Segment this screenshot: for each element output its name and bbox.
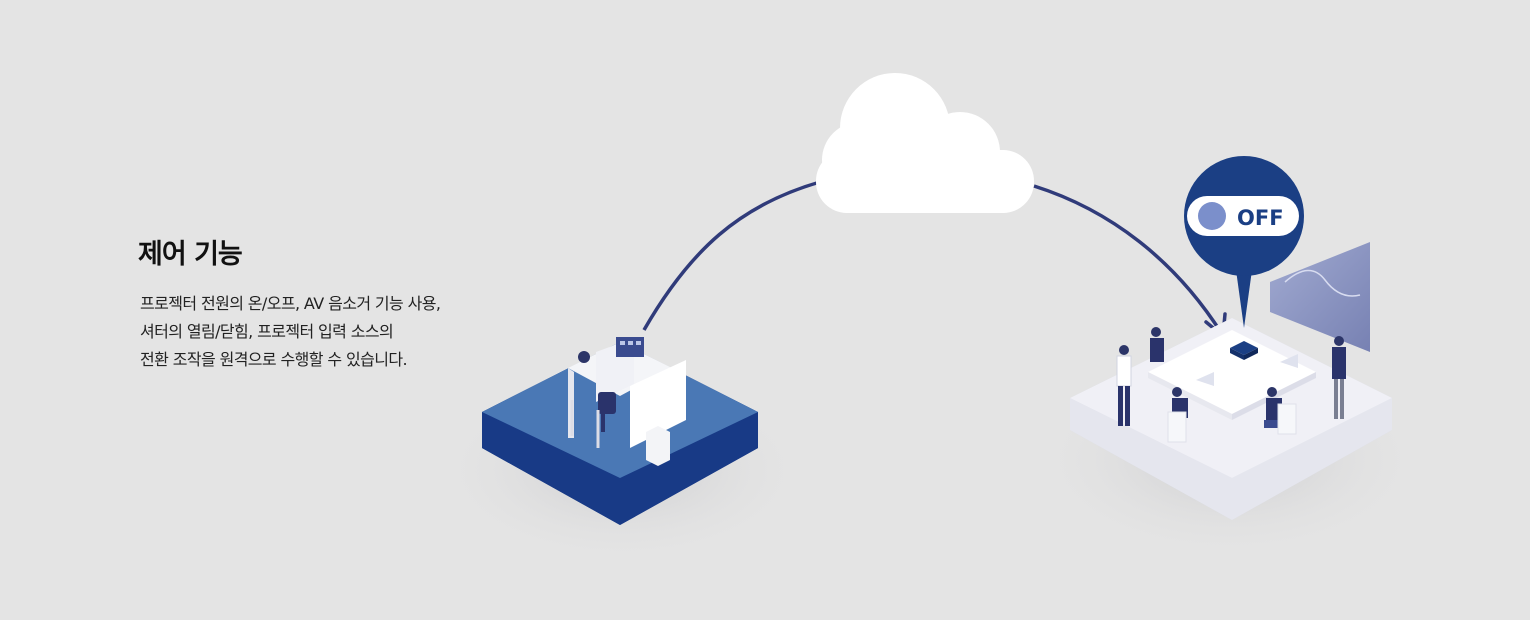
description-line-3: 전환 조작을 원격으로 수행할 수 있습니다. <box>140 350 408 369</box>
meeting-room-platform <box>1030 242 1430 560</box>
person-icon <box>1332 336 1346 419</box>
office-desk-platform <box>432 337 812 565</box>
description-line-1: 프로젝터 전원의 온/오프, AV 음소거 기능 사용, <box>140 294 441 313</box>
toggle-knob-icon <box>1198 202 1226 230</box>
connection-arc-right <box>1033 184 1224 335</box>
section-title: 제어 기능 <box>138 239 243 270</box>
person-icon <box>1150 327 1164 362</box>
cloud-icon <box>816 73 1034 213</box>
power-toggle-pin: OFF <box>1184 156 1304 328</box>
monitor-icon <box>616 337 644 357</box>
person-icon <box>1116 345 1132 426</box>
person-icon <box>578 351 590 363</box>
projector-device <box>1230 341 1258 360</box>
description-line-2: 셔터의 열림/닫힘, 프로젝터 입력 소스의 <box>140 322 394 341</box>
toggle-status-label: OFF <box>1237 206 1284 230</box>
presentation-screen <box>1270 242 1370 352</box>
section-description: 프로젝터 전원의 온/오프, AV 음소거 기능 사용, 셔터의 열림/닫힘, … <box>140 290 441 374</box>
connection-arc-left <box>642 180 821 331</box>
